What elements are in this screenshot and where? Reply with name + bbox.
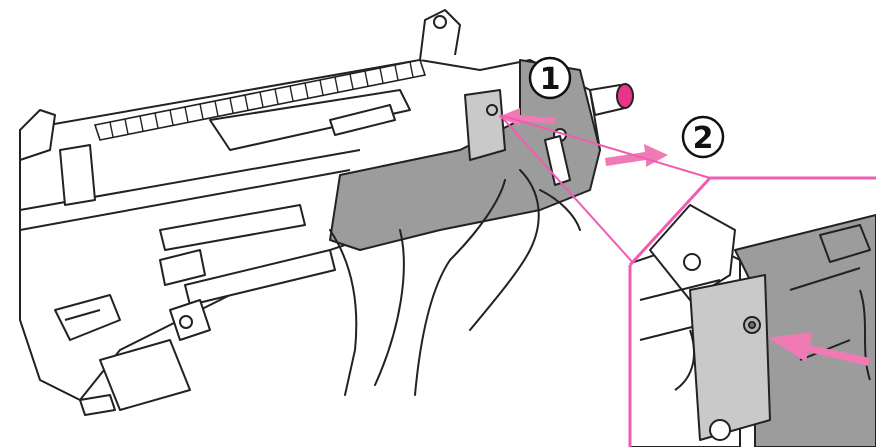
inset-leader-lines xyxy=(499,114,711,266)
zoom-inset xyxy=(628,176,876,447)
top-rail xyxy=(93,59,427,141)
arrow-icon xyxy=(498,108,555,126)
step-1-label: 1 xyxy=(540,62,561,97)
step-2-marker: 2 xyxy=(681,115,725,159)
arrow-icon xyxy=(768,332,870,366)
circled-number-icon xyxy=(528,56,572,100)
step-1-marker: 1 xyxy=(528,56,572,100)
rifle-receiver xyxy=(19,9,601,416)
barrel-end xyxy=(588,83,634,117)
hands xyxy=(329,169,581,396)
circled-number-icon xyxy=(681,115,725,159)
step-2-label: 2 xyxy=(693,121,714,156)
